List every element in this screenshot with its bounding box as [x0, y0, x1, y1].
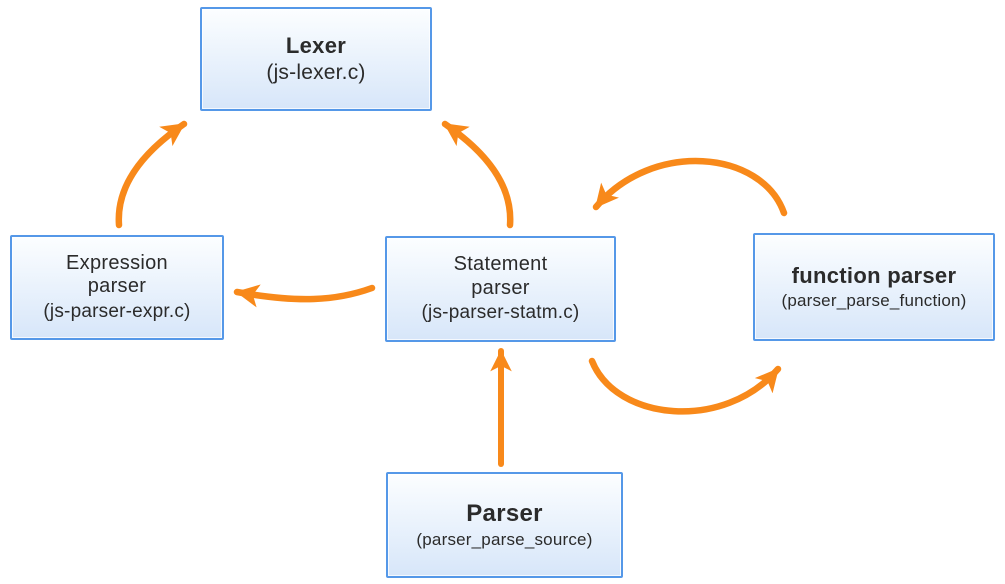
node-function-parser-title: function parser	[791, 263, 957, 288]
node-function-parser: function parser (parser_parse_function)	[753, 233, 995, 341]
node-function-parser-subtitle: (parser_parse_function)	[781, 290, 967, 310]
node-expression-parser: Expression parser (js-parser-expr.c)	[10, 235, 224, 340]
node-statement-parser: Statement parser (js-parser-statm.c)	[385, 236, 616, 342]
node-lexer-title: Lexer	[285, 32, 347, 58]
node-parser-title: Parser	[466, 499, 543, 527]
node-statement-parser-subtitle: (js-parser-statm.c)	[421, 302, 580, 324]
node-statement-parser-title: Statement parser	[453, 253, 548, 299]
node-parser: Parser (parser_parse_source)	[386, 472, 623, 578]
arrow-statement-parser-to-lexer	[441, 120, 514, 229]
arrow-statement-parser-to-function-parser	[588, 357, 782, 415]
node-lexer-subtitle: (js-lexer.c)	[266, 60, 366, 84]
arrow-function-parser-to-statement-parser	[592, 157, 788, 217]
node-expression-parser-subtitle: (js-parser-expr.c)	[43, 300, 191, 322]
arrow-statement-parser-to-expression-parser	[233, 284, 376, 308]
node-expression-parser-title: Expression parser	[66, 251, 168, 298]
node-parser-subtitle: (parser_parse_source)	[416, 530, 593, 550]
node-lexer: Lexer (js-lexer.c)	[200, 7, 432, 111]
arrow-expression-parser-to-lexer	[115, 120, 188, 229]
